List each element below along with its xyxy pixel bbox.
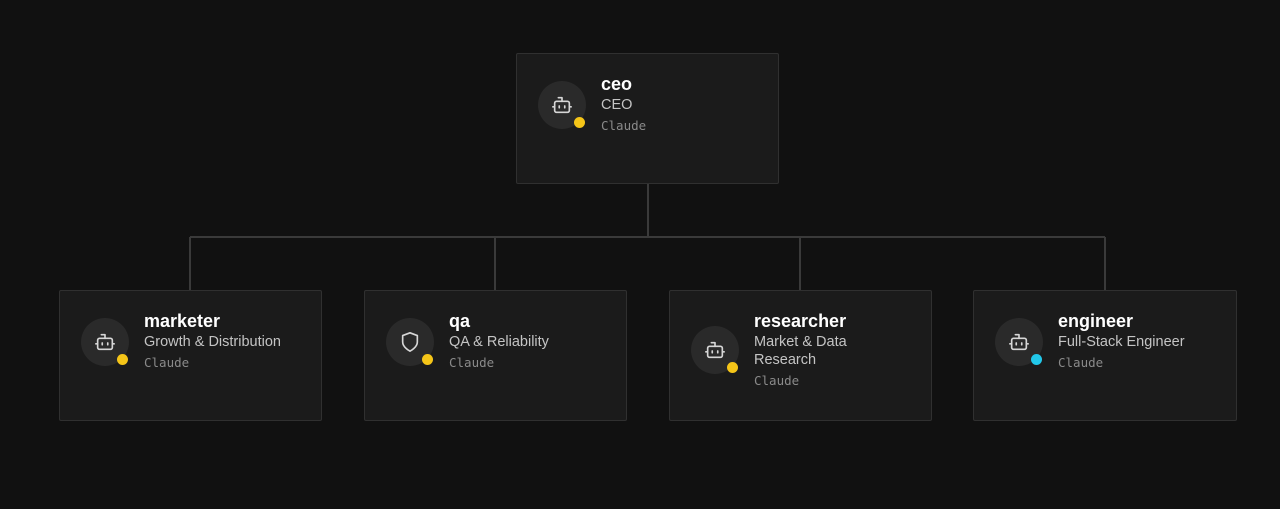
agent-name: marketer <box>144 311 221 331</box>
agent-card-qa[interactable]: qa QA & Reliability Claude <box>364 290 627 421</box>
status-dot <box>1031 354 1042 365</box>
agent-role: QA & Reliability <box>449 334 549 350</box>
agent-role: Market & Data Research <box>754 334 847 368</box>
agent-model: Claude <box>754 373 800 388</box>
status-dot <box>422 354 433 365</box>
agent-model: Claude <box>1058 355 1104 370</box>
agent-role: Growth & Distribution <box>144 334 281 350</box>
agent-info: researcher Market & Data Research Claude <box>754 310 881 390</box>
bot-icon <box>94 331 116 353</box>
agent-avatar <box>538 81 586 129</box>
status-dot <box>727 362 738 373</box>
agent-info: engineer Full-Stack Engineer Claude <box>1058 310 1226 372</box>
agent-name: engineer <box>1058 311 1134 331</box>
agent-info: ceo CEO Claude <box>601 73 768 135</box>
shield-icon <box>399 331 421 353</box>
bot-icon <box>704 339 726 361</box>
status-dot <box>117 354 128 365</box>
agent-model: Claude <box>144 355 190 370</box>
agent-name: ceo <box>601 74 633 94</box>
agent-avatar <box>691 326 739 374</box>
agent-avatar <box>386 318 434 366</box>
agent-card-engineer[interactable]: engineer Full-Stack Engineer Claude <box>973 290 1237 421</box>
agent-role: Full-Stack Engineer <box>1058 334 1185 350</box>
agent-card-marketer[interactable]: marketer Growth & Distribution Claude <box>59 290 322 421</box>
agent-name: qa <box>449 311 471 331</box>
agent-model: Claude <box>601 118 647 133</box>
bot-icon <box>1008 331 1030 353</box>
agent-info: qa QA & Reliability Claude <box>449 310 616 372</box>
agent-name: researcher <box>754 311 847 331</box>
status-dot <box>574 117 585 128</box>
agent-card-researcher[interactable]: researcher Market & Data Research Claude <box>669 290 932 421</box>
agent-role: CEO <box>601 97 633 113</box>
bot-icon <box>551 94 573 116</box>
agent-info: marketer Growth & Distribution Claude <box>144 310 311 372</box>
agent-avatar <box>995 318 1043 366</box>
agent-model: Claude <box>449 355 495 370</box>
agent-avatar <box>81 318 129 366</box>
agent-card-ceo[interactable]: ceo CEO Claude <box>516 53 779 184</box>
